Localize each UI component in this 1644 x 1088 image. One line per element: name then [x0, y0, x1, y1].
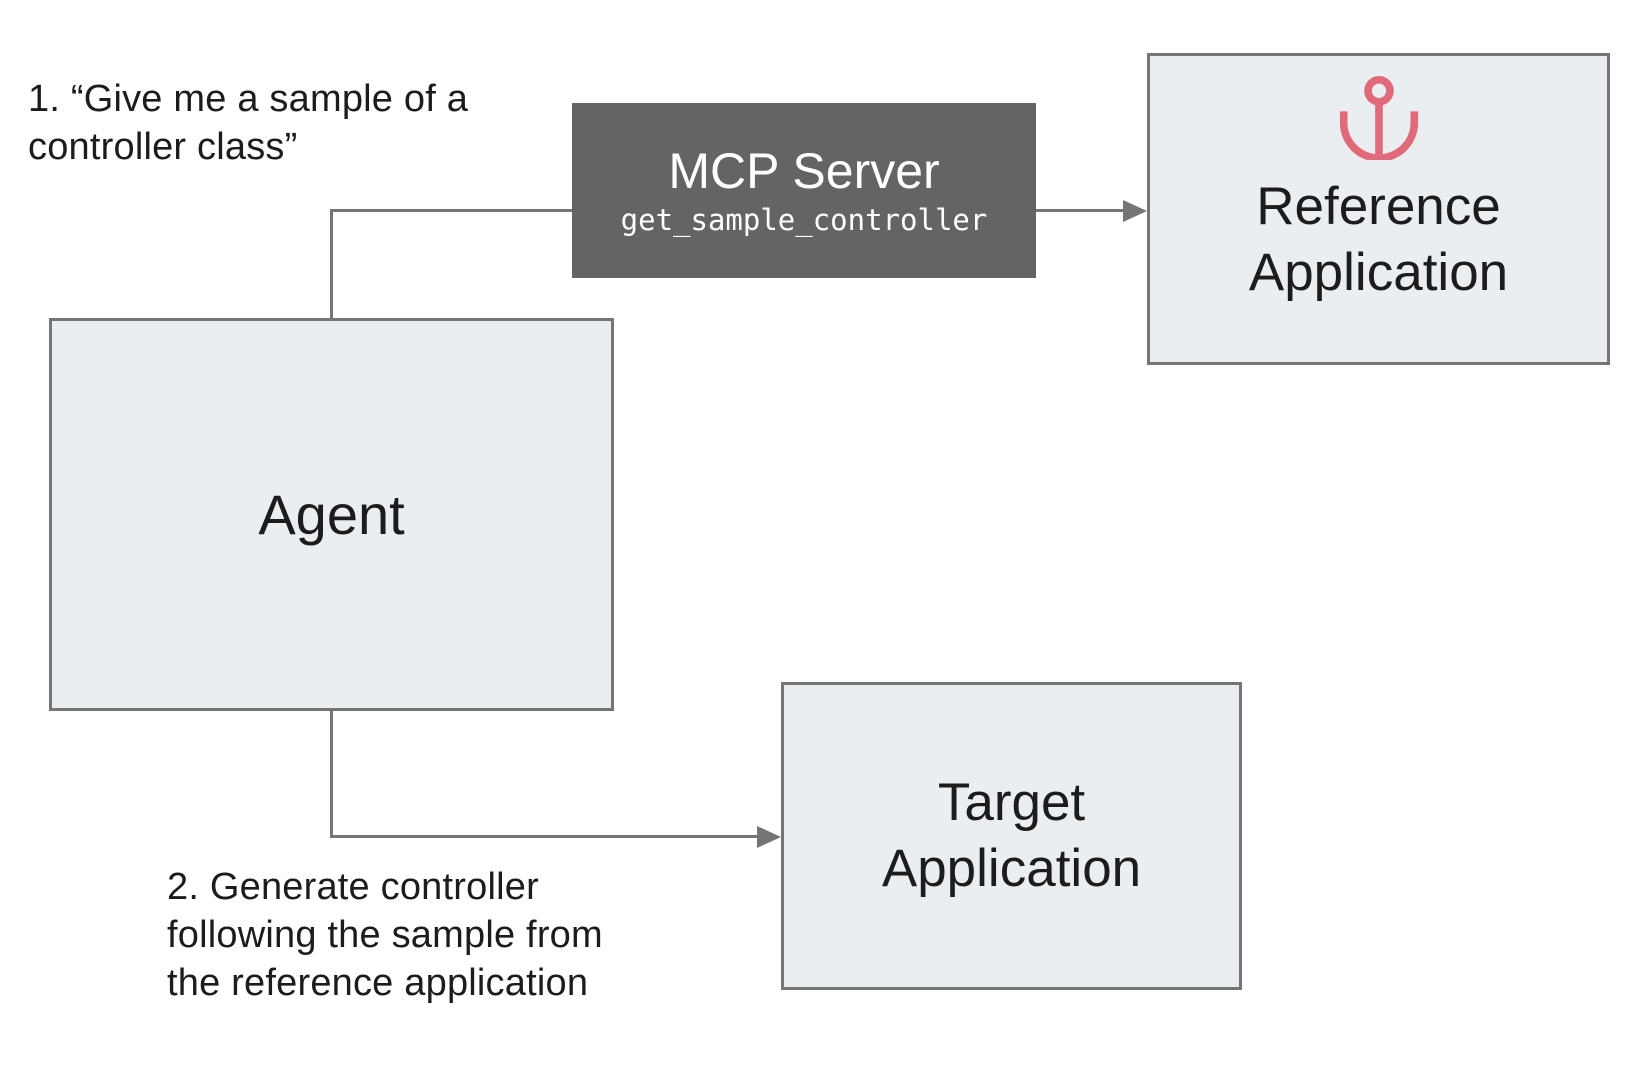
anchor-icon: [1331, 76, 1427, 162]
note-step1: 1. “Give me a sample of a controller cla…: [28, 78, 469, 168]
connector-agent-target-horizontal: [330, 835, 760, 838]
agent-node: Agent: [49, 318, 614, 711]
arrow-agent-to-target-head: [757, 826, 781, 848]
arrow-mcp-to-reference-head: [1123, 200, 1147, 222]
connector-agent-mcp-horizontal: [330, 209, 572, 212]
connector-agent-target-vertical: [330, 710, 333, 837]
mcp-server-tool: get_sample_controller: [620, 202, 988, 237]
target-app-node: Target Application: [781, 682, 1242, 990]
mcp-server-title: MCP Server: [668, 142, 940, 199]
reference-app-node: Reference Application: [1147, 53, 1610, 365]
mcp-server-node: MCP Server get_sample_controller: [572, 103, 1036, 278]
connector-agent-mcp-vertical: [330, 210, 333, 318]
target-app-label: Target Application: [881, 773, 1142, 898]
arrow-mcp-to-reference-line: [1036, 209, 1126, 212]
agent-label: Agent: [258, 483, 405, 546]
note-step2: 2. Generate controller following the sam…: [167, 866, 603, 1004]
reference-app-label: Reference Application: [1248, 177, 1509, 302]
